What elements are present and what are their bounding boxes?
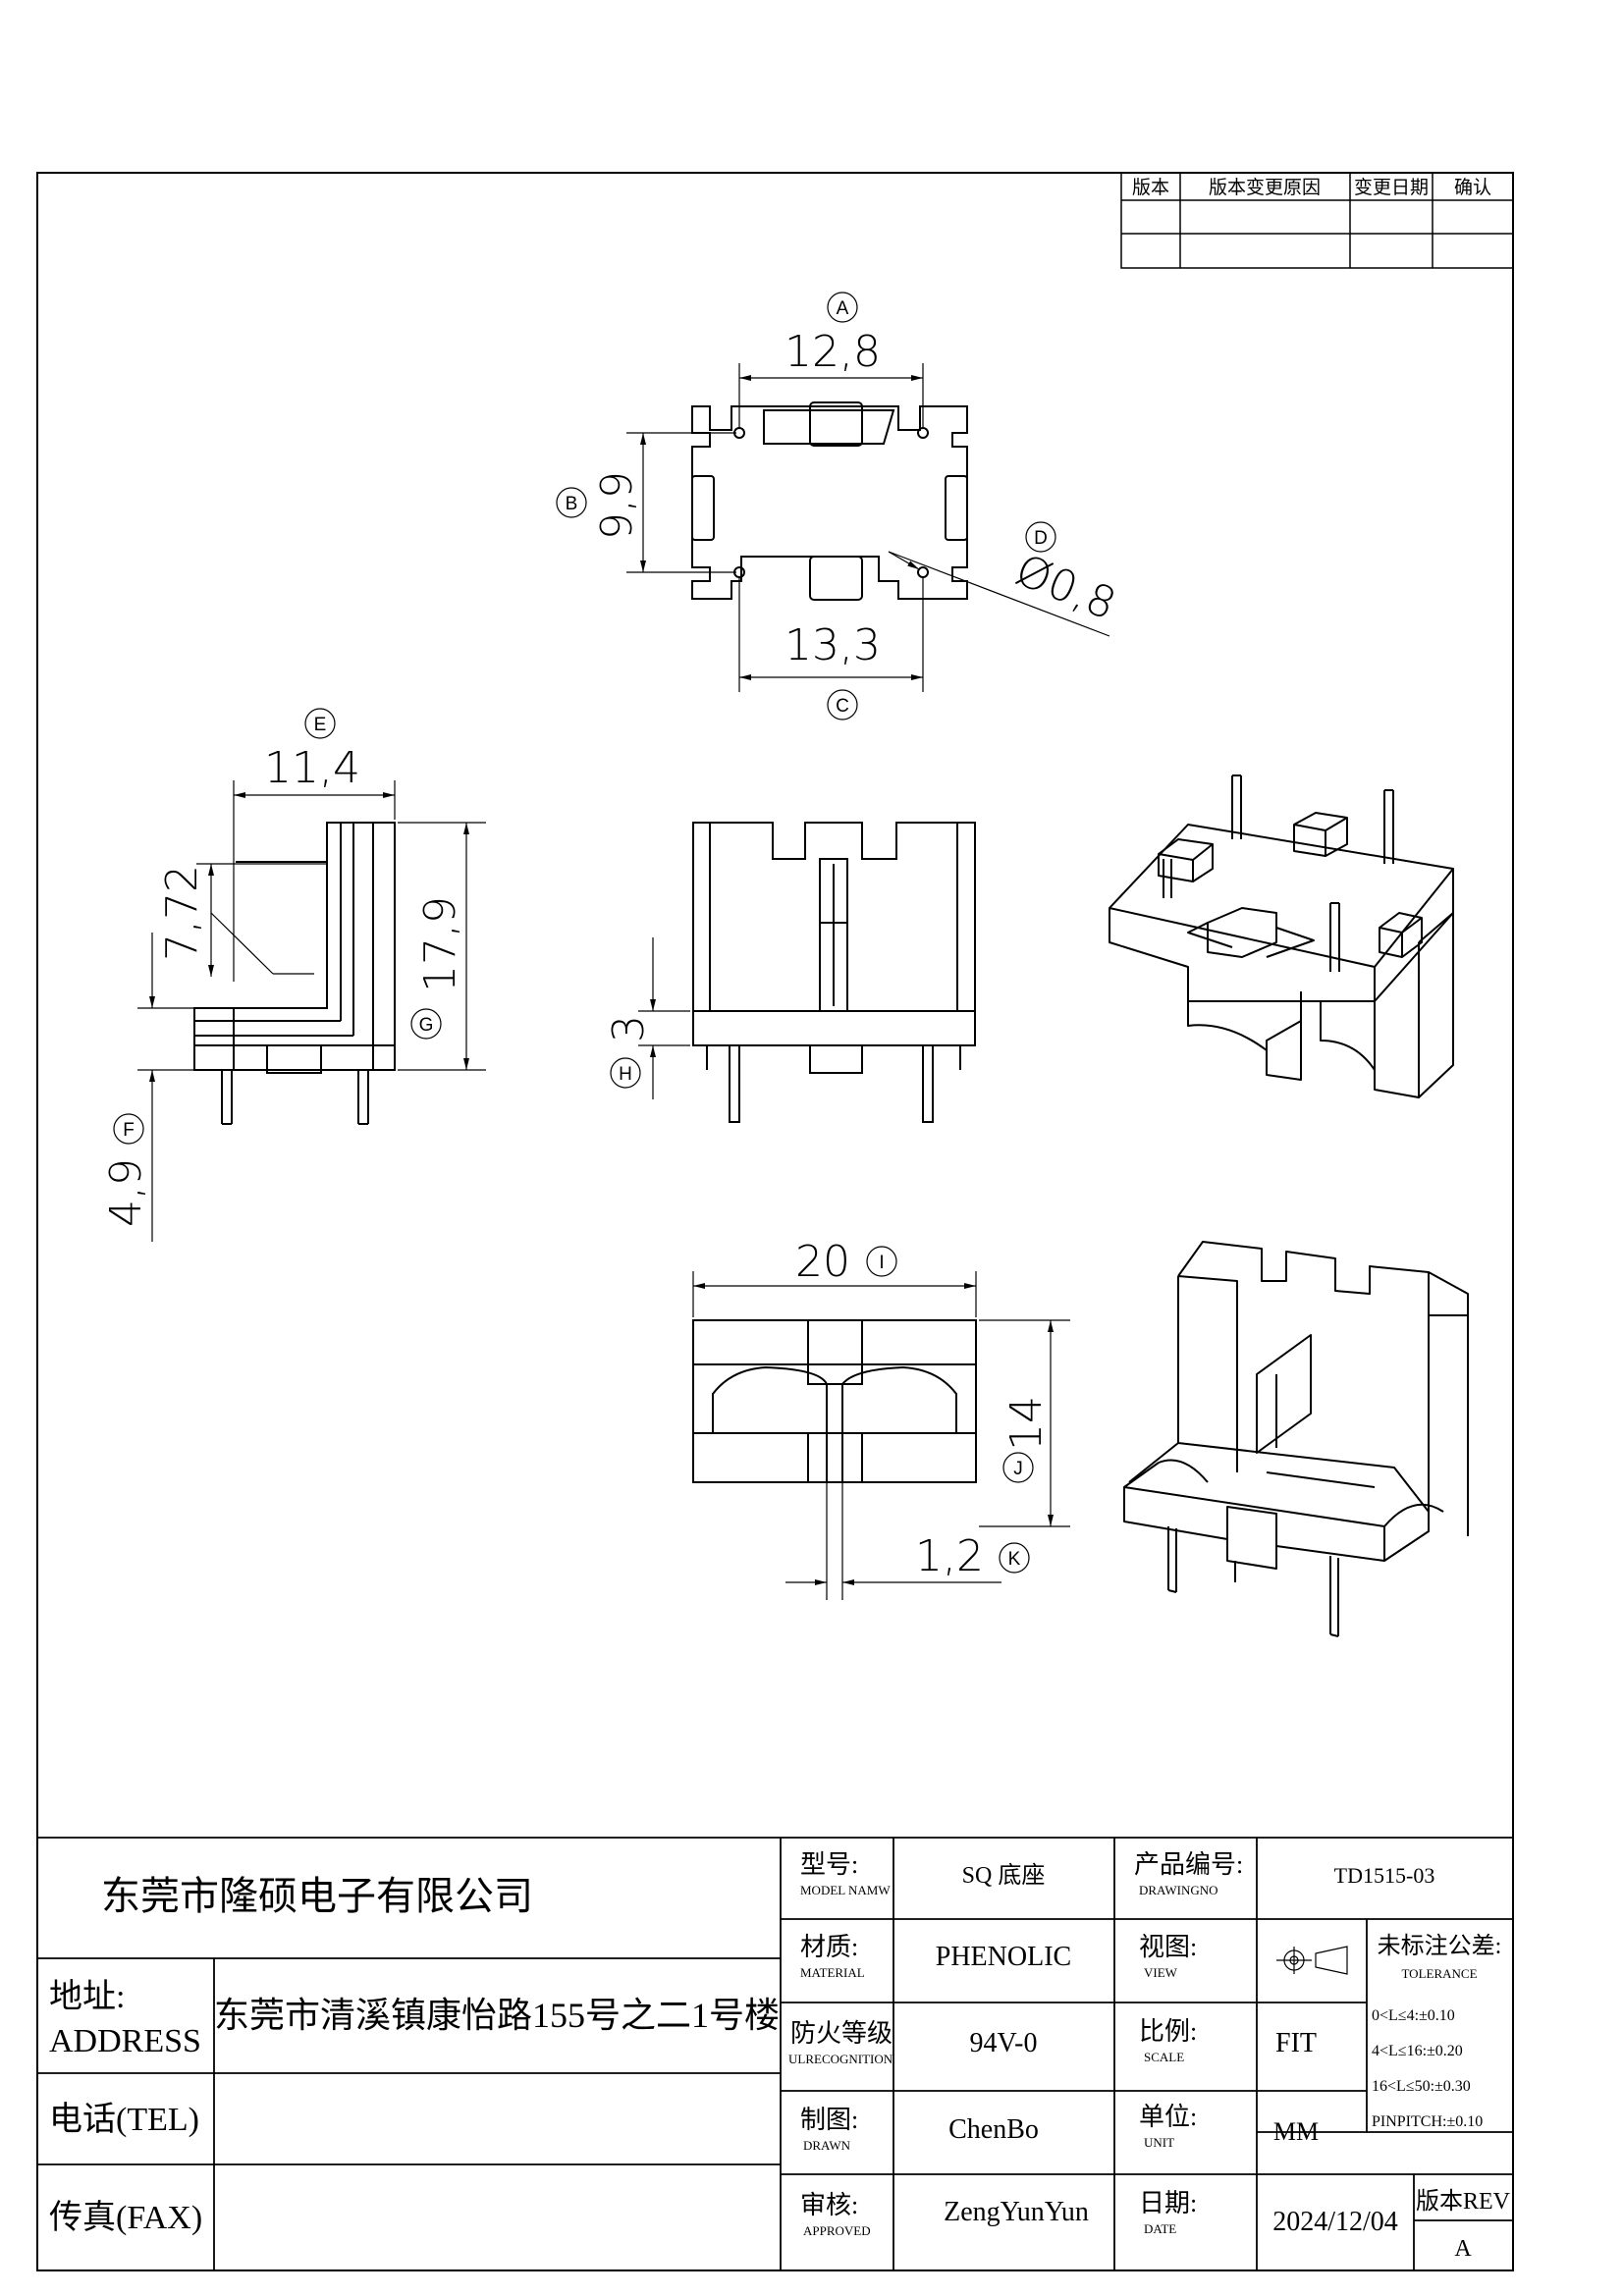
side-view — [193, 822, 396, 1125]
top-view — [691, 401, 968, 601]
fire-label: 防火等级 — [790, 2019, 893, 2048]
drawing-no-label-en: DRAWINGNO — [1139, 1883, 1218, 1897]
dimension-E — [233, 708, 396, 982]
tolerance-2: 4<L≤16:±0.20 — [1372, 2043, 1463, 2059]
drawing-border — [36, 172, 1514, 2271]
projection-symbol-icon — [1276, 1946, 1348, 1975]
dim-C-label: C — [836, 696, 849, 717]
approved-label: 审核: — [800, 2191, 858, 2219]
dim-J-label: J — [1013, 1459, 1023, 1479]
drawn-label: 制图: — [800, 2106, 858, 2134]
dimension-J — [979, 1319, 1070, 1527]
dim-B-value: 9,9 — [592, 471, 642, 540]
material-value: PHENOLIC — [936, 1942, 1071, 1972]
fire-value: 94V-0 — [970, 2028, 1038, 2058]
isometric-view-top — [1109, 774, 1454, 1098]
date-value: 2024/12/04 — [1272, 2207, 1398, 2237]
date-label-en: DATE — [1144, 2221, 1176, 2236]
dim-D-value: Ø0,8 — [1008, 545, 1122, 629]
tolerance-4: PINPITCH:±0.10 — [1372, 2113, 1483, 2130]
dim-D-label: D — [1034, 528, 1048, 549]
dim-F-value: 4,9 — [101, 1158, 151, 1227]
dim-A-value: 12,8 — [784, 327, 881, 377]
fax-label: 传真(FAX) — [49, 2199, 202, 2236]
tolerance-label-en: TOLERANCE — [1401, 1966, 1477, 1981]
approved-label-en: APPROVED — [803, 2223, 871, 2238]
rev-header-confirm: 确认 — [1454, 177, 1491, 198]
model-value: SQ 底座 — [962, 1862, 1046, 1889]
dimension-772 — [196, 863, 327, 977]
tolerance-3: 16<L≤50:±0.30 — [1372, 2078, 1471, 2095]
dim-I-value: 20 — [795, 1237, 850, 1287]
dim-G-label: G — [419, 1015, 434, 1036]
fire-label-en: ULRECOGNITION — [788, 2052, 893, 2066]
dim-K-label: K — [1008, 1549, 1021, 1570]
isometric-view-bottom — [1123, 1241, 1469, 1637]
drawing-no-label: 产品编号: — [1134, 1850, 1243, 1879]
dimension-A — [738, 292, 924, 428]
dim-K-value: 1,2 — [915, 1531, 984, 1581]
dim-H-value: 3 — [604, 1015, 654, 1042]
drawn-value: ChenBo — [948, 2114, 1039, 2145]
dim-H-label: H — [619, 1064, 632, 1085]
view-label-en: VIEW — [1144, 1965, 1178, 1980]
dim-J-value: 14 — [1001, 1396, 1052, 1451]
unit-label: 单位: — [1139, 2103, 1197, 2131]
scale-label-en: SCALE — [1144, 2050, 1184, 2064]
dimension-C — [738, 577, 924, 721]
dim-B-label: B — [566, 494, 578, 514]
dim-A-label: A — [837, 298, 849, 319]
rev-header-date: 变更日期 — [1354, 177, 1429, 198]
dim-G-value: 17,9 — [415, 896, 465, 992]
tolerance-1: 0<L≤4:±0.10 — [1372, 2007, 1455, 2024]
rev-value: A — [1454, 2236, 1472, 2262]
dim-E-value: 11,4 — [264, 743, 360, 793]
revision-table — [1120, 172, 1514, 269]
date-label: 日期: — [1139, 2189, 1197, 2217]
approved-value: ZengYunYun — [944, 2197, 1089, 2227]
dim-F-label: F — [123, 1120, 135, 1141]
material-label: 材质: — [800, 1933, 858, 1961]
title-block-grid — [37, 1837, 1513, 2270]
dimension-B — [556, 432, 736, 573]
material-label-en: MATERIAL — [800, 1965, 865, 1980]
drawing-no-value: TD1515-03 — [1334, 1863, 1435, 1888]
company-name: 东莞市隆硕电子有限公司 — [101, 1874, 533, 1918]
address-label-en: ADDRESS — [49, 2023, 201, 2059]
address-value: 东莞市清溪镇康怡路155号之二1号楼 — [214, 1996, 780, 2035]
rev-header-reason: 版本变更原因 — [1209, 177, 1321, 198]
dimension-F — [113, 933, 222, 1242]
scale-label: 比例: — [1139, 2017, 1197, 2046]
unit-value: MM — [1273, 2117, 1319, 2146]
dim-C-value: 13,3 — [784, 620, 881, 670]
tolerance-label: 未标注公差: — [1378, 1933, 1502, 1959]
tel-label: 电话(TEL) — [49, 2101, 199, 2138]
dimension-G — [398, 822, 486, 1071]
front-view — [692, 822, 976, 1123]
rev-label: 版本REV — [1416, 2188, 1511, 2215]
bottom-view — [692, 1319, 977, 1483]
address-label: 地址: — [49, 1978, 125, 2015]
dim-772-value: 7,72 — [157, 865, 207, 961]
drawn-label-en: DRAWN — [803, 2138, 851, 2153]
dimension-D — [888, 521, 1110, 637]
scale-value: FIT — [1275, 2028, 1317, 2058]
dim-I-label: I — [879, 1253, 884, 1273]
dim-E-label: E — [314, 715, 327, 735]
model-label: 型号: — [800, 1850, 858, 1879]
model-label-en: MODEL NAMW — [800, 1883, 891, 1897]
rev-header-version: 版本 — [1132, 177, 1169, 198]
view-label: 视图: — [1139, 1933, 1197, 1961]
dimension-I — [692, 1246, 977, 1317]
dimension-K — [785, 1482, 1030, 1600]
unit-label-en: UNIT — [1144, 2135, 1174, 2150]
dimension-H — [610, 937, 690, 1099]
